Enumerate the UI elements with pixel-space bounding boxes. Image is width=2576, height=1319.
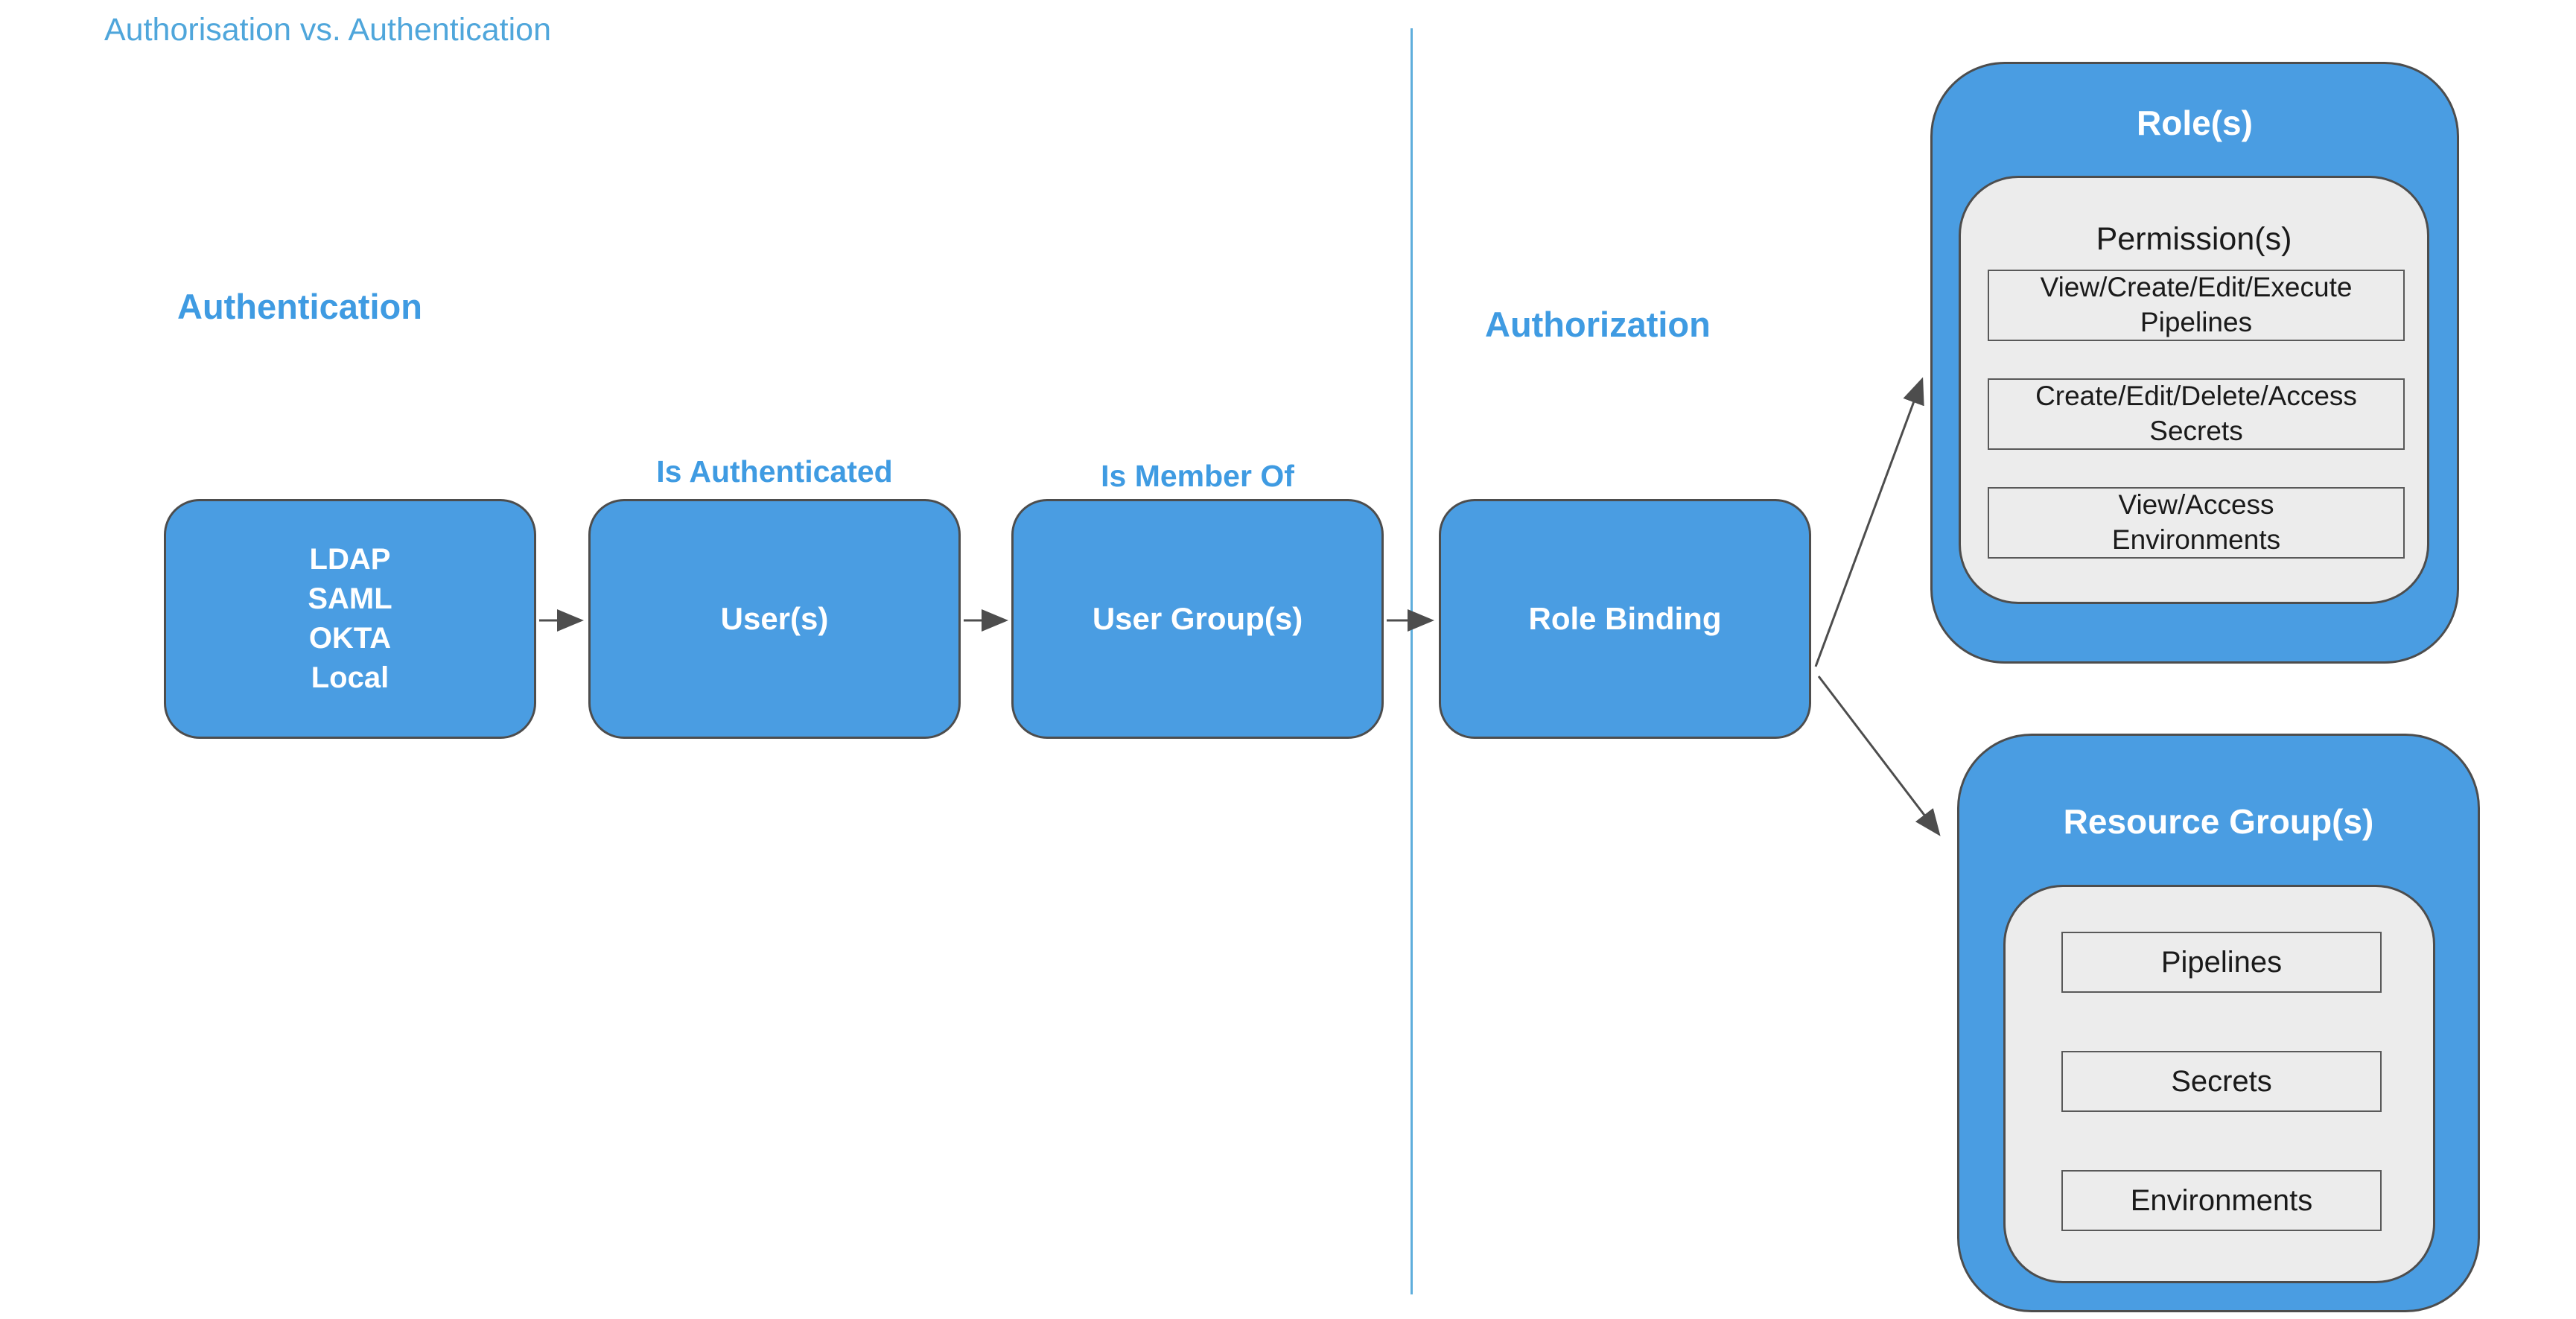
resource-secrets-label: Secrets	[2171, 1064, 2272, 1098]
resource-groups-container: Resource Group(s) Pipelines Secrets Envi…	[1957, 734, 2480, 1312]
resource-box-pipelines: Pipelines	[2061, 932, 2382, 993]
arrow-role-binding-to-roles	[1814, 377, 1924, 667]
resource-environments-label: Environments	[2130, 1183, 2313, 1217]
resource-box-environments: Environments	[2061, 1170, 2382, 1231]
page-title: Authorisation vs. Authentication	[104, 12, 551, 48]
users-node: User(s)	[588, 499, 961, 739]
permission-box-environments: View/Access Environments	[1988, 487, 2405, 559]
idp-line-okta: OKTA	[308, 622, 392, 655]
permission-secrets-line1: Create/Edit/Delete/Access	[2035, 381, 2357, 412]
roles-title: Role(s)	[2137, 104, 2253, 142]
authentication-section-label: Authentication	[177, 287, 422, 326]
permission-environments-line1: View/Access	[2118, 489, 2274, 521]
resource-groups-title: Resource Group(s)	[2063, 802, 2374, 841]
edge-label-is-authenticated: Is Authenticated	[656, 454, 893, 489]
resource-box-secrets: Secrets	[2061, 1051, 2382, 1112]
authorization-section-label: Authorization	[1485, 305, 1711, 344]
role-binding-node: Role Binding	[1439, 499, 1811, 739]
arrow-role-binding-to-resource-groups	[1817, 676, 1941, 836]
resource-pipelines-label: Pipelines	[2160, 945, 2283, 979]
user-groups-node-label: User Group(s)	[1092, 601, 1303, 636]
permission-pipelines-line1: View/Create/Edit/Execute	[2040, 272, 2353, 303]
permissions-panel: Permission(s) View/Create/Edit/Execute P…	[1959, 176, 2429, 604]
roles-container: Role(s) Permission(s) View/Create/Edit/E…	[1930, 62, 2459, 664]
permissions-panel-title: Permission(s)	[2096, 221, 2292, 257]
resources-panel: Pipelines Secrets Environments	[2003, 885, 2435, 1283]
idp-line-saml: SAML	[308, 582, 392, 616]
permission-box-pipelines: View/Create/Edit/Execute Pipelines	[1988, 270, 2405, 341]
section-divider-line	[1411, 28, 1413, 1294]
role-binding-node-label: Role Binding	[1528, 601, 1722, 636]
users-node-label: User(s)	[720, 601, 829, 636]
permission-pipelines-line2: Pipelines	[2140, 307, 2253, 337]
permission-secrets-line2: Secrets	[2149, 416, 2243, 446]
permission-box-secrets: Create/Edit/Delete/Access Secrets	[1988, 378, 2405, 450]
identity-providers-node: LDAP SAML OKTA Local	[164, 499, 536, 739]
idp-line-local: Local	[311, 661, 389, 694]
permission-environments-line2: Environments	[2111, 524, 2281, 555]
idp-line-ldap: LDAP	[309, 543, 391, 576]
edge-label-is-member-of: Is Member Of	[1101, 459, 1294, 493]
user-groups-node: User Group(s)	[1011, 499, 1384, 739]
